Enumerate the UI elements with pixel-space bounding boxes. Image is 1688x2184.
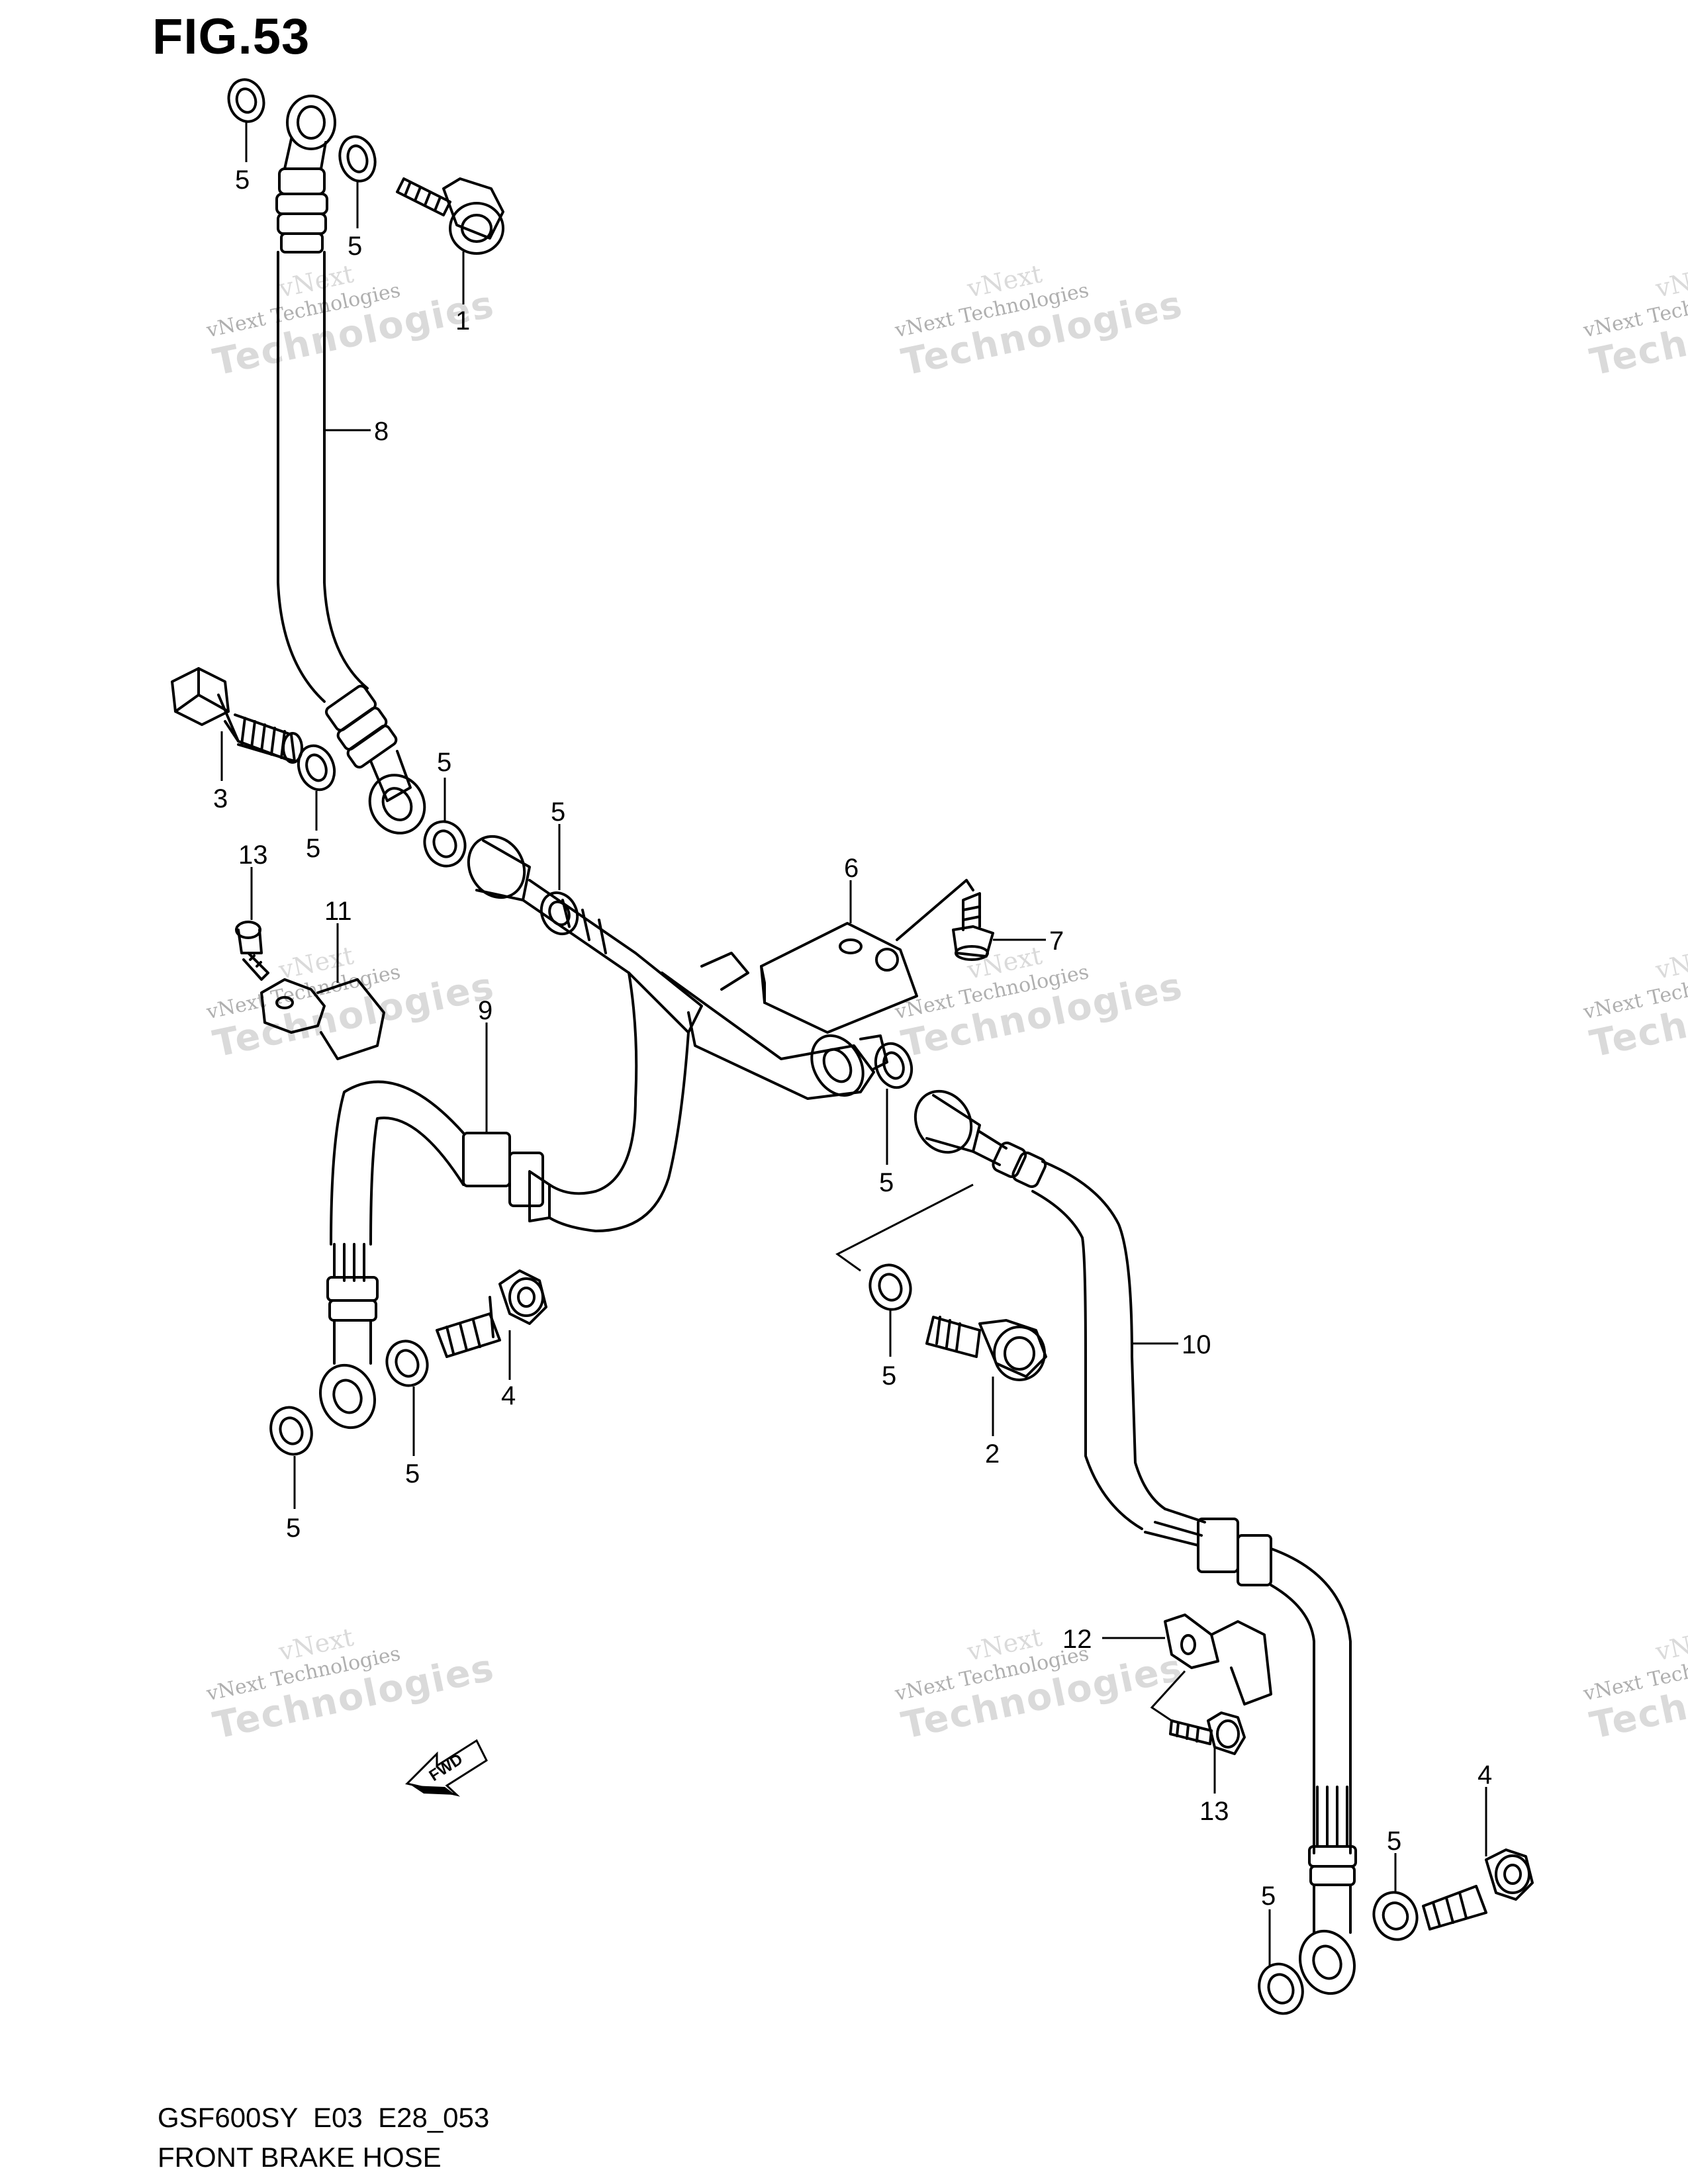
callout-11: 11 bbox=[324, 897, 352, 926]
washer-5a bbox=[227, 78, 265, 123]
union-bolt-1 bbox=[396, 177, 504, 255]
callout-5: 5 bbox=[306, 834, 320, 863]
union-bolt-3 bbox=[171, 667, 303, 764]
callout-5: 5 bbox=[286, 1514, 301, 1543]
washer-5d bbox=[423, 820, 467, 868]
callout-5: 5 bbox=[551, 797, 565, 827]
callout-7: 7 bbox=[1049, 927, 1064, 956]
brake-hose-upper bbox=[275, 95, 426, 835]
callout-2: 2 bbox=[985, 1439, 1000, 1469]
callout-8: 8 bbox=[374, 417, 389, 446]
callout-9: 9 bbox=[478, 996, 492, 1025]
union-bolt-4-left bbox=[436, 1269, 547, 1358]
leader-split-12 bbox=[1150, 1670, 1186, 1722]
washer-5k bbox=[1258, 1962, 1304, 2015]
leader-split-right bbox=[835, 1183, 974, 1272]
callout-13: 13 bbox=[1199, 1797, 1229, 1826]
callout-5: 5 bbox=[235, 165, 250, 195]
washer-5j bbox=[1372, 1891, 1419, 1941]
diagram-name: FRONT BRAKE HOSE bbox=[158, 2142, 442, 2173]
figure-title: FIG.53 bbox=[152, 9, 310, 65]
callout-5: 5 bbox=[348, 232, 362, 261]
callout-10: 10 bbox=[1182, 1330, 1211, 1359]
diagram-code: GSF600SY E03 E28_053 bbox=[158, 2102, 490, 2133]
bolt-13-right bbox=[1169, 1711, 1246, 1755]
brake-hose-joint bbox=[467, 835, 888, 1100]
fwd-arrow-icon: FWD bbox=[405, 1739, 488, 1797]
bracket-plate-6 bbox=[760, 879, 968, 1034]
washer-5h bbox=[385, 1340, 429, 1387]
union-bolt-4-right bbox=[1422, 1848, 1534, 1931]
callout-6: 6 bbox=[844, 854, 859, 883]
callout-5: 5 bbox=[405, 1459, 420, 1488]
callout-3: 3 bbox=[213, 784, 228, 813]
bolt-7 bbox=[952, 879, 994, 961]
washer-5b bbox=[338, 135, 377, 183]
callout-12: 12 bbox=[1062, 1625, 1092, 1654]
washer-5f bbox=[874, 1042, 914, 1089]
clamp-12 bbox=[1164, 1614, 1272, 1706]
washer-5i bbox=[269, 1406, 313, 1456]
footer: GSF600SY E03 E28_053 FRONT BRAKE HOSE bbox=[158, 2098, 489, 2177]
callout-5: 5 bbox=[879, 1168, 894, 1197]
callout-1: 1 bbox=[455, 306, 470, 336]
callout-5: 5 bbox=[882, 1361, 896, 1390]
callout-13: 13 bbox=[238, 841, 268, 870]
callout-5: 5 bbox=[1387, 1827, 1401, 1856]
callout-4: 4 bbox=[1477, 1760, 1492, 1790]
brake-hose-right bbox=[914, 1089, 1357, 1995]
washer-5c bbox=[297, 744, 336, 792]
bolt-13-left bbox=[235, 921, 269, 981]
callout-5: 5 bbox=[437, 748, 451, 777]
union-bolt-2 bbox=[925, 1316, 1047, 1381]
washer-5g bbox=[868, 1263, 912, 1311]
clamp-11 bbox=[260, 978, 385, 1060]
callout-4: 4 bbox=[501, 1381, 516, 1410]
callout-5: 5 bbox=[1261, 1882, 1276, 1911]
brake-hose-left bbox=[318, 972, 690, 1430]
